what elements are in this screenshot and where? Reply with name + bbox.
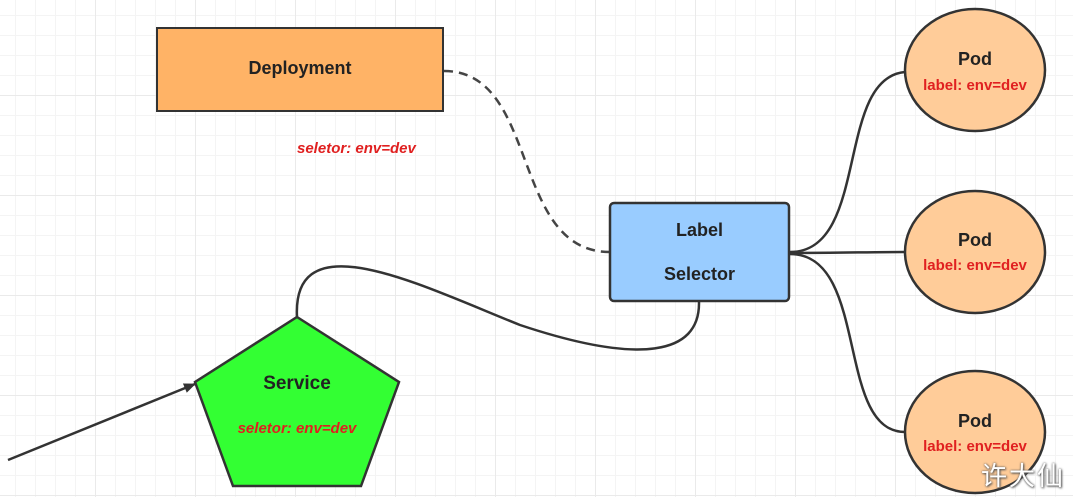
pod-2-title: Pod: [958, 230, 992, 250]
pod-1-title: Pod: [958, 49, 992, 69]
service-title: Service: [263, 373, 331, 394]
pod-2-label: label: env=dev: [923, 257, 1027, 274]
selector-to-pod-3-connector: [789, 252, 906, 434]
pod-1-label: label: env=dev: [923, 77, 1027, 94]
deployment-box: [156, 27, 444, 112]
pod-2-ellipse: [903, 189, 1047, 315]
deployment-to-selector-connector: [443, 69, 611, 254]
watermark: 许大仙: [980, 462, 1065, 492]
pod-3-label: label: env=dev: [923, 438, 1027, 455]
service-to-selector-connector: [295, 265, 701, 351]
service-pentagon: [193, 315, 401, 488]
service-selector-text: seletor: env=dev: [237, 420, 357, 437]
label-selector-line1: Label: [675, 220, 723, 240]
selector-to-pod-1-connector: [789, 70, 906, 254]
label-selector-box: [608, 201, 791, 303]
pod-3-title: Pod: [958, 411, 992, 431]
deployment-selector-text: seletor: env=dev: [297, 140, 416, 157]
pod-1-ellipse: [903, 7, 1047, 133]
deployment-title: Deployment: [248, 58, 352, 78]
label-selector-line2: Selector: [663, 264, 736, 284]
pod-3-ellipse: [903, 369, 1047, 495]
selector-to-pod-2-connector: [789, 250, 906, 255]
incoming-arrow: [7, 382, 196, 462]
